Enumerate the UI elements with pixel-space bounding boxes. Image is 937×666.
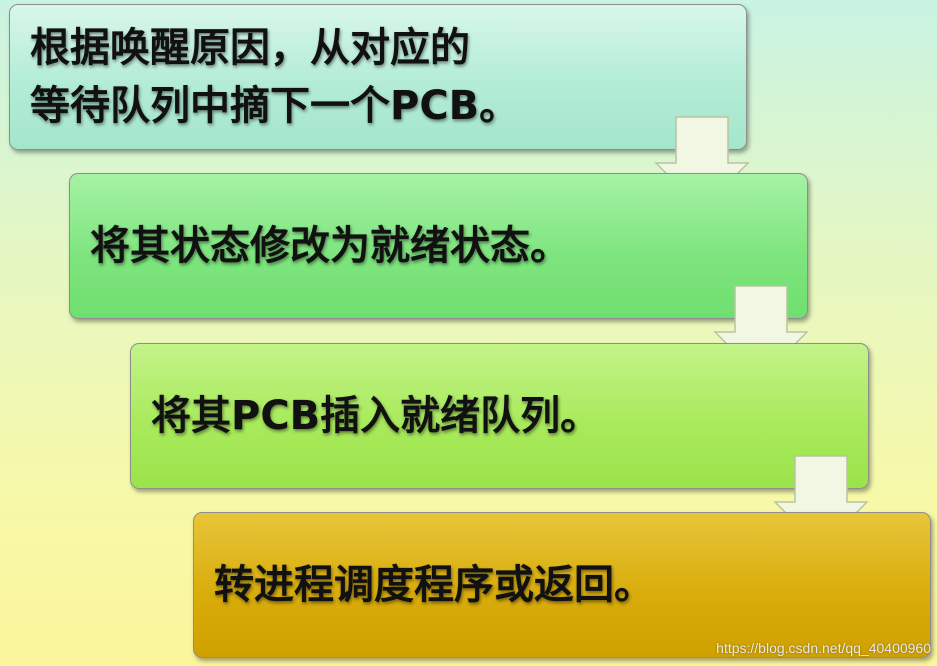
step-1-line-2: 等待队列中摘下一个PCB。 <box>30 83 520 129</box>
step-4-text: 转进程调度程序或返回。 <box>214 562 654 608</box>
step-3-box: 将其PCB插入就绪队列。 <box>130 343 869 489</box>
step-3-text: 将其PCB插入就绪队列。 <box>151 393 601 439</box>
step-4-box: 转进程调度程序或返回。 <box>193 512 931 658</box>
step-1-text: 根据唤醒原因，从对应的 等待队列中摘下一个PCB。 <box>10 19 519 135</box>
watermark: https://blog.csdn.net/qq_40400960 <box>716 640 931 656</box>
step-2-text: 将其状态修改为就绪状态。 <box>90 223 570 269</box>
step-2-box: 将其状态修改为就绪状态。 <box>69 173 808 319</box>
step-1-line-1: 根据唤醒原因，从对应的 <box>30 25 470 71</box>
step-1-box: 根据唤醒原因，从对应的 等待队列中摘下一个PCB。 <box>9 4 747 150</box>
